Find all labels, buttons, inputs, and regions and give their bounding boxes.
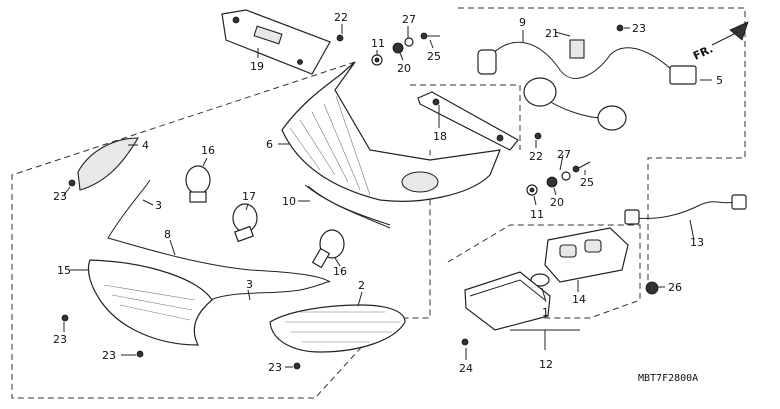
- screw-22-top: [336, 34, 344, 42]
- gasket-lower: [209, 281, 331, 301]
- label-18: 18: [433, 130, 447, 143]
- license-light-bar: [417, 91, 519, 151]
- harness-boundary: [458, 7, 746, 290]
- label-3-bottom: 3: [246, 278, 253, 291]
- nut-26: [645, 281, 659, 295]
- wire-harness: [477, 39, 697, 131]
- label-4: 4: [142, 139, 149, 152]
- license-socket: [544, 227, 629, 283]
- front-direction-label: FR.: [691, 42, 715, 62]
- label-3-top: 3: [155, 199, 162, 212]
- label-16-bottom: 16: [333, 265, 347, 278]
- label-23-bottom-mid: 23: [102, 349, 116, 362]
- bulb-16-top: [185, 165, 211, 203]
- label-9: 9: [519, 16, 526, 29]
- label-26: 26: [668, 281, 682, 294]
- hardware-top: [371, 32, 440, 66]
- label-23-bottom-right: 23: [268, 361, 282, 374]
- label-11-right: 11: [530, 208, 544, 221]
- rear-assembly-boundary: [11, 61, 431, 399]
- label-19: 19: [250, 60, 264, 73]
- label-24: 24: [459, 362, 473, 375]
- license-bulb: [530, 273, 550, 287]
- label-1: 1: [542, 306, 549, 319]
- front-direction-arrow: [711, 21, 749, 46]
- label-16-top: 16: [201, 144, 215, 157]
- leader-lines: [63, 24, 712, 368]
- bulb-17: [232, 203, 258, 243]
- label-25-top: 25: [427, 50, 441, 63]
- label-27-right: 27: [557, 148, 571, 161]
- seal-strip: [304, 184, 391, 229]
- label-20-top: 20: [397, 62, 411, 75]
- label-23-bottom-left: 23: [53, 333, 67, 346]
- label-25-right: 25: [580, 176, 594, 189]
- diagram-code: MBT7F2800A: [638, 373, 698, 384]
- right-lens: [269, 304, 406, 353]
- side-reflector: [77, 137, 139, 191]
- label-27-top: 27: [402, 13, 416, 26]
- hardware-right: [526, 132, 591, 196]
- label-20-right: 20: [550, 196, 564, 209]
- tail-light-housing: [281, 61, 501, 226]
- license-lens-housing: [464, 271, 551, 331]
- label-21: 21: [545, 27, 559, 40]
- license-lead: [624, 194, 747, 225]
- license-light-boundary: [447, 224, 641, 319]
- bulb-16-bottom: [311, 229, 345, 269]
- label-6: 6: [266, 138, 273, 151]
- label-22-top: 22: [334, 11, 348, 24]
- left-lens: [87, 259, 213, 346]
- label-11-top: 11: [371, 37, 385, 50]
- label-22-right: 22: [529, 150, 543, 163]
- label-12: 12: [539, 358, 553, 371]
- label-2: 2: [358, 279, 365, 292]
- label-8: 8: [164, 228, 171, 241]
- label-23-top: 23: [632, 22, 646, 35]
- screw-24: [461, 338, 469, 346]
- label-10: 10: [282, 195, 296, 208]
- label-15: 15: [57, 264, 71, 277]
- license-boundary: [410, 84, 521, 150]
- license-bracket: [221, 9, 331, 75]
- label-17: 17: [242, 190, 256, 203]
- label-5: 5: [716, 74, 723, 87]
- gasket-upper: [107, 179, 331, 283]
- label-23-left: 23: [53, 190, 67, 203]
- label-13: 13: [690, 236, 704, 249]
- screws-23: [61, 24, 624, 370]
- label-14: 14: [572, 293, 586, 306]
